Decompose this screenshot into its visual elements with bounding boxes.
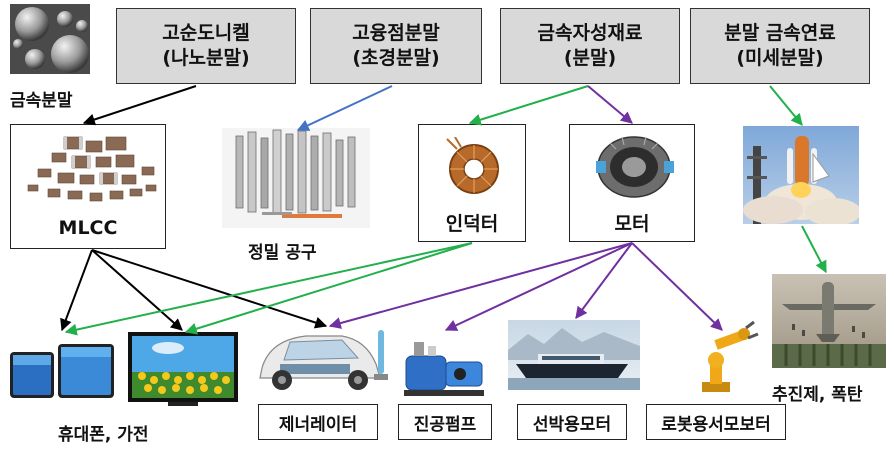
mlcc-box: MLCC	[10, 124, 166, 249]
ship-motor-label-box: 선박용모터	[517, 404, 627, 440]
mlcc-label: MLCC	[58, 217, 118, 239]
arrow-mlcc-to-phone	[60, 249, 93, 332]
arrow-rocket-to-aircraft	[801, 225, 827, 274]
source-subtitle: (초경분말)	[352, 47, 440, 69]
source-box-magnetic-material: 금속자성재료 (분말)	[500, 8, 680, 84]
vacuum-pump-label-box: 진공펌프	[398, 404, 492, 440]
source-title: 금속자성재료	[537, 22, 643, 44]
source-title: 고융점분말	[352, 22, 440, 44]
motor-image	[596, 136, 674, 198]
motor-box: 모터	[569, 124, 695, 242]
motor-label: 모터	[614, 213, 650, 235]
source-subtitle: (분말)	[563, 47, 617, 69]
arrow-motor-to-ev	[328, 242, 633, 329]
arrow-magnetic-to-motor	[587, 85, 633, 124]
toroid-inductor-image	[446, 137, 499, 194]
source-box-powder-metal-fuel: 분말 금속연료 (미세분말)	[690, 8, 870, 84]
propellant-label: 추진제, 폭탄	[772, 385, 863, 405]
source-subtitle: (나노분말)	[162, 47, 250, 69]
arrow-mlcc-to-ev	[91, 249, 328, 329]
precision-tools-image	[222, 128, 370, 228]
robot-servo-label-box: 로봇용서모보터	[646, 404, 786, 440]
source-box-high-melting-powder: 고융점분말 (초경분말)	[310, 8, 482, 84]
phone-appliance-label: 휴대폰, 가전	[58, 425, 149, 445]
generator-label-box: 제너레이터	[258, 404, 378, 440]
tv-image	[128, 330, 238, 410]
arrow-magnetic-to-inductor	[468, 85, 589, 126]
arrow-inductor-to-phone	[64, 242, 473, 336]
source-box-high-purity-nickel: 고순도니켈 (나노분말)	[116, 8, 296, 84]
arrow-inductor-to-tv	[184, 242, 473, 335]
source-subtitle: (미세분말)	[736, 47, 824, 69]
arrow-mlcc-to-tv	[91, 249, 183, 331]
vacuum-pump-image	[400, 332, 490, 404]
arrow-motor-to-robot	[631, 242, 723, 331]
precision-tools-label: 정밀 공구	[248, 243, 317, 263]
arrow-fuel-to-rocket	[769, 85, 803, 126]
foldable-phone-image	[6, 330, 118, 408]
arrow-nickel-to-mlcc	[82, 85, 197, 126]
arrow-highmelt-to-tools	[296, 85, 393, 131]
aircraft-bomb-image	[772, 274, 886, 368]
arrow-motor-to-ship	[575, 242, 633, 319]
ship-image	[508, 320, 640, 390]
arrow-motor-to-pump	[444, 242, 633, 331]
rocket-launch-image	[743, 126, 859, 224]
robot-arm-image	[688, 320, 762, 398]
inductor-box: 인덕터	[418, 124, 526, 242]
inductor-label: 인덕터	[445, 213, 499, 235]
source-title: 고순도니켈	[162, 22, 250, 44]
ev-chassis-image	[250, 324, 396, 400]
source-title: 분말 금속연료	[724, 22, 836, 44]
mlcc-chips-image	[27, 136, 157, 202]
metal-powder-label: 금속분말	[10, 91, 73, 111]
metal-powder-micrograph	[10, 4, 90, 74]
